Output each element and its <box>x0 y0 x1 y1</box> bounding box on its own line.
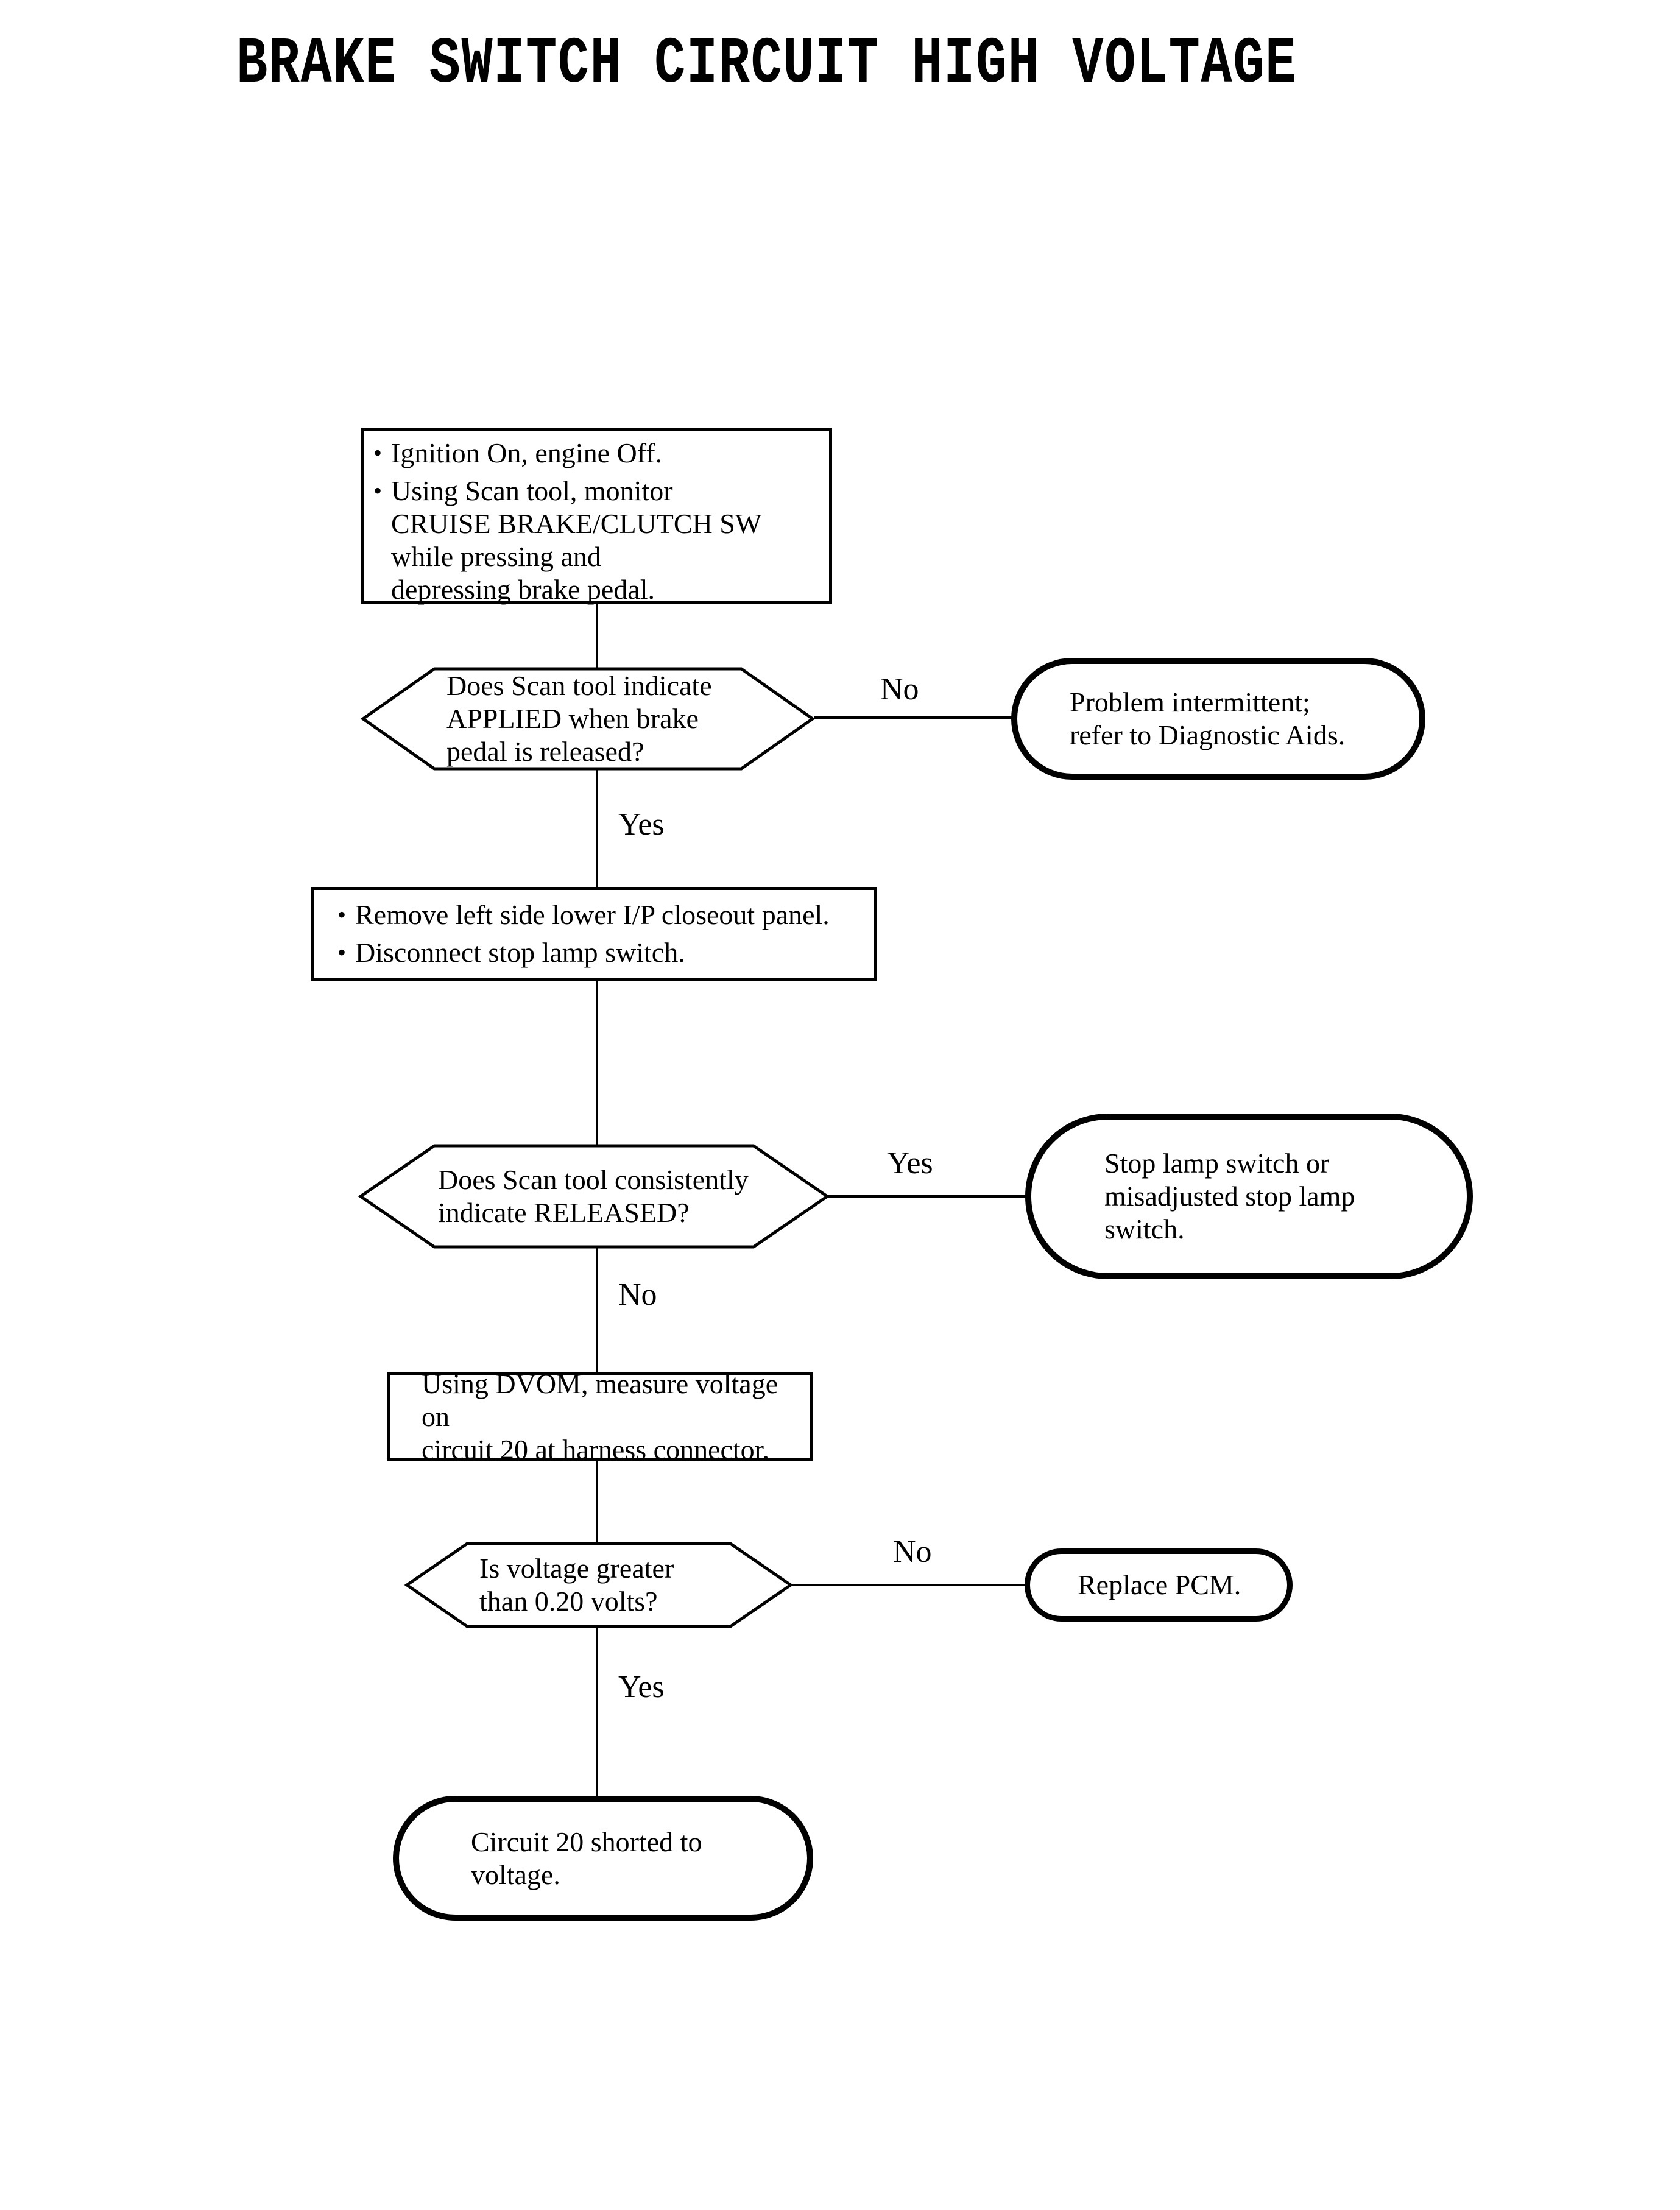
process-step2-box: • Remove left side lower I/P closeout pa… <box>311 887 877 981</box>
step1-bullet-1-text: Ignition On, engine Off. <box>391 437 663 468</box>
decision3-hexagon: Is voltage greater than 0.20 volts? <box>404 1542 794 1628</box>
decision1-hexagon: Does Scan tool indicate APPLIED when bra… <box>360 667 816 771</box>
decision1-question: Does Scan tool indicate APPLIED when bra… <box>446 670 712 767</box>
process-step3-box: Using DVOM, measure voltage on circuit 2… <box>387 1368 813 1465</box>
decision3-question: Is voltage greater than 0.20 volts? <box>479 1553 674 1617</box>
list-item: • Ignition On, engine Off. <box>364 437 829 470</box>
connector-decision1-no <box>814 716 1012 719</box>
list-item: • Disconnect stop lamp switch. <box>328 936 874 969</box>
edge-label-yes: Yes <box>618 807 665 842</box>
connector-decision3-yes <box>596 1627 598 1797</box>
terminal4-text: Circuit 20 shorted to voltage. <box>471 1826 702 1890</box>
step2-bullet-2-text: Disconnect stop lamp switch. <box>355 937 685 968</box>
page-title: BRAKE SWITCH CIRCUIT HIGH VOLTAGE <box>236 27 1297 102</box>
bullet-icon: • <box>373 439 382 467</box>
edge-label-no: No <box>880 672 919 707</box>
process-step1-box: • Ignition On, engine Off. • Using Scan … <box>361 428 832 606</box>
bullet-icon: • <box>373 477 382 504</box>
connector-step3-decision3 <box>596 1460 598 1543</box>
bullet-icon: • <box>337 939 346 966</box>
hexagon-outline <box>404 1542 794 1628</box>
terminal2-text: Stop lamp switch or misadjusted stop lam… <box>1104 1148 1355 1244</box>
connector-decision2-yes <box>827 1195 1026 1198</box>
step2-bullet-1-text: Remove left side lower I/P closeout pane… <box>355 899 830 930</box>
bullet-icon: • <box>337 901 346 928</box>
connector-decision3-no <box>791 1584 1026 1586</box>
list-item: • Remove left side lower I/P closeout pa… <box>328 898 874 931</box>
terminal-circuit20-shorted: Circuit 20 shorted to voltage. <box>393 1796 813 1921</box>
list-item: • Using Scan tool, monitor CRUISE BRAKE/… <box>364 475 829 606</box>
terminal3-text: Replace PCM. <box>1078 1569 1241 1600</box>
decision2-question: Does Scan tool consistently indicate REL… <box>438 1164 749 1228</box>
connector-decision2-no <box>596 1248 598 1373</box>
connector-step2-decision2 <box>596 980 598 1146</box>
hexagon-outline <box>360 667 816 771</box>
step2-bullet-list: • Remove left side lower I/P closeout pa… <box>314 890 874 969</box>
terminal-stop-lamp-switch: Stop lamp switch or misadjusted stop lam… <box>1025 1114 1473 1279</box>
connector-decision1-yes <box>596 769 598 888</box>
decision2-hexagon: Does Scan tool consistently indicate REL… <box>358 1144 830 1249</box>
terminal1-text: Problem intermittent; refer to Diagnosti… <box>1070 687 1346 750</box>
step1-bullet-list: • Ignition On, engine Off. • Using Scan … <box>364 431 829 606</box>
hexagon-outline <box>358 1144 830 1249</box>
terminal-replace-pcm: Replace PCM. <box>1025 1548 1293 1622</box>
connector-step1-decision1 <box>596 604 598 669</box>
step3-text: Using DVOM, measure voltage on circuit 2… <box>422 1368 778 1465</box>
edge-label-yes: Yes <box>887 1146 933 1181</box>
edge-label-no: No <box>618 1277 657 1312</box>
edge-label-yes: Yes <box>618 1670 665 1704</box>
terminal-problem-intermittent: Problem intermittent; refer to Diagnosti… <box>1011 658 1425 780</box>
edge-label-no: No <box>893 1534 932 1569</box>
step1-bullet-2-text: Using Scan tool, monitor CRUISE BRAKE/CL… <box>391 475 762 605</box>
